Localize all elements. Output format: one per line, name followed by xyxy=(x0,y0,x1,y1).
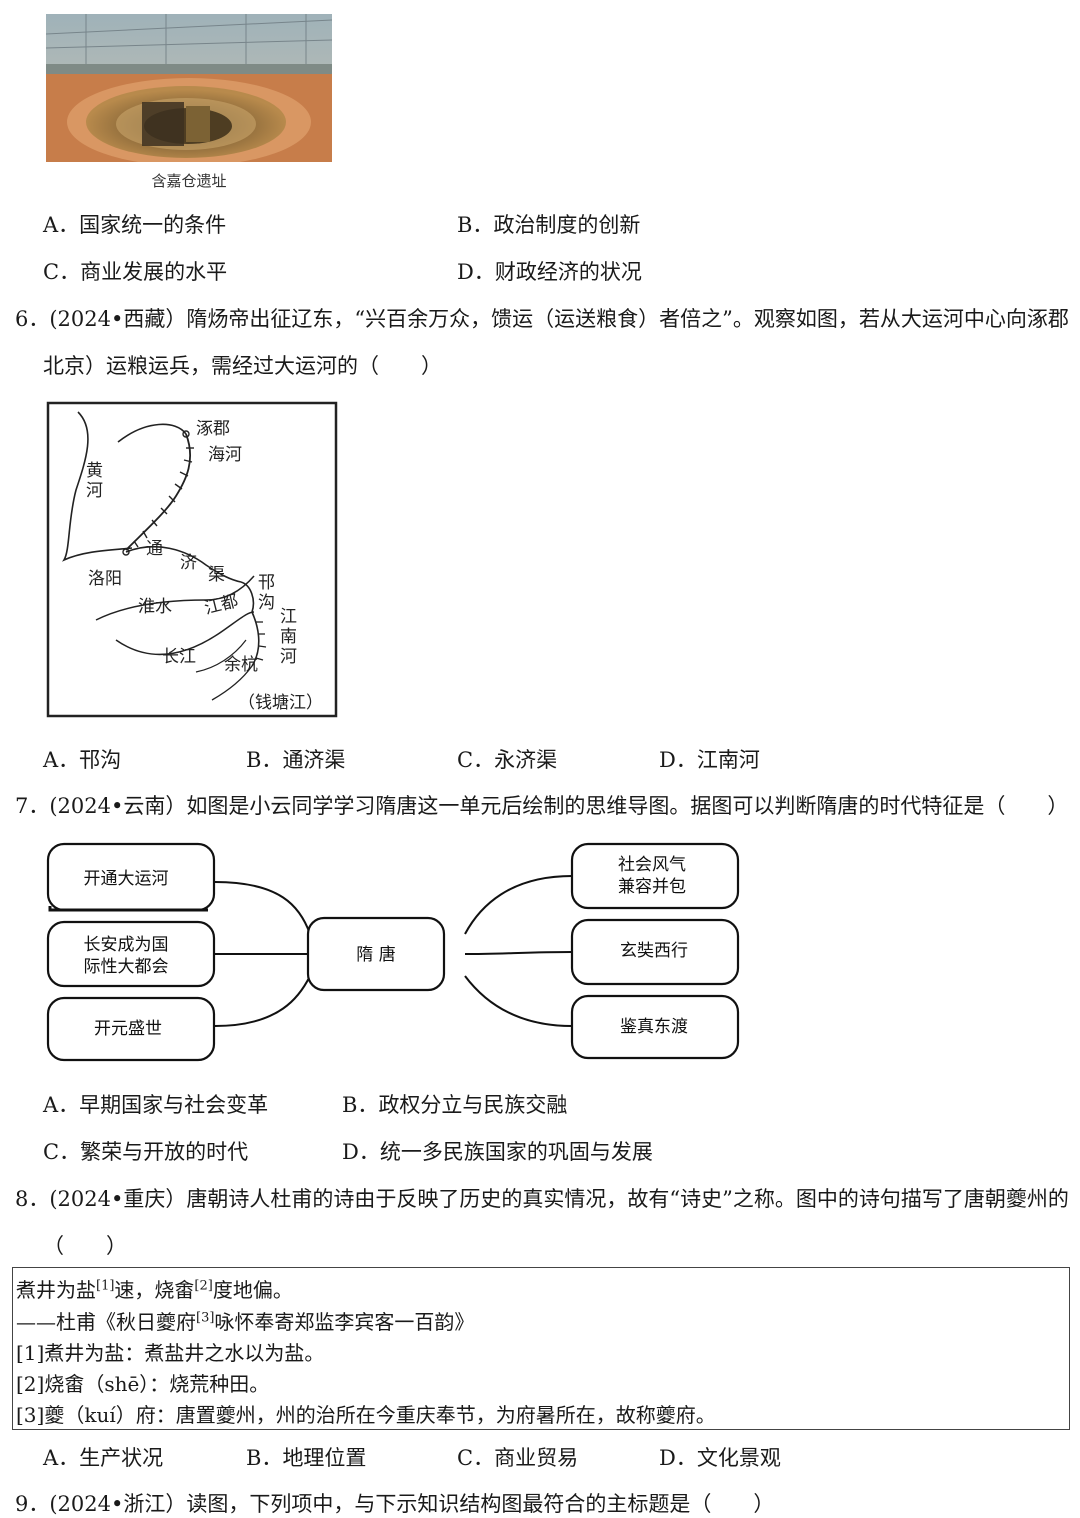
poem-note-1: [1]煮井为盐：煮盐井之水以为盐。 xyxy=(16,1341,325,1365)
mind-left-changan-1: 长安成为国 xyxy=(84,935,169,955)
sui-tang-mind-map: 隋 唐 开通大运河 长安成为国 际性大都会 开元盛世 社会风气 兼容并包 玄奘西… xyxy=(40,836,746,1068)
poem-attribution: ——杜甫《秋日夔府[3]咏怀奉寄郑监李宾客一百韵》 xyxy=(16,1310,475,1334)
q6-stem-line1: 6．(2024•西藏）隋炀帝出征辽东，“兴百余万众，馈运（运送粮食）者倍之”。观… xyxy=(15,307,1080,331)
poem-note-2: [2]烧畬（shē）：烧荒种田。 xyxy=(16,1372,270,1396)
mind-right-social-2: 兼容并包 xyxy=(618,877,686,897)
map-label-ji: 济 xyxy=(180,553,197,573)
option-letter: C． xyxy=(43,1140,81,1164)
q8-option-c[interactable]: C．商业贸易 xyxy=(457,1442,578,1472)
q8-option-b[interactable]: B．地理位置 xyxy=(246,1442,366,1472)
q7-option-d[interactable]: D．统一多民族国家的巩固与发展 xyxy=(342,1136,653,1166)
option-text: 早期国家与社会变革 xyxy=(79,1093,269,1117)
option-text: 商业贸易 xyxy=(494,1446,579,1470)
poem-excerpt-box: 煮井为盐[1]速，烧畬[2]度地偏。 ——杜甫《秋日夔府[3]咏怀奉寄郑监李宾客… xyxy=(12,1267,1070,1430)
option-text: 繁荣与开放的时代 xyxy=(80,1140,249,1164)
map-label-jiangnan-2: 南 xyxy=(280,627,297,647)
option-letter: D． xyxy=(342,1140,380,1164)
option-text: 邗沟 xyxy=(79,748,122,772)
mind-right-social-1: 社会风气 xyxy=(618,855,686,875)
option-letter: C． xyxy=(457,748,495,772)
mind-left-canal: 开通大运河 xyxy=(84,869,169,889)
option-text: 江南河 xyxy=(696,748,760,772)
map-label-jiangnan-1: 江 xyxy=(280,607,297,627)
option-text: 国家统一的条件 xyxy=(79,213,227,237)
map-label-hangou-1: 邗 xyxy=(258,573,275,593)
q6-stem-line2: 北京）运粮运兵，需经过大运河的（ ） xyxy=(43,354,442,378)
option-letter: B． xyxy=(246,1446,283,1470)
q8-stem-line2: （ ） xyxy=(43,1234,127,1258)
option-letter: A． xyxy=(43,1093,80,1117)
q8-option-d[interactable]: D．文化景观 xyxy=(659,1442,781,1472)
option-letter: B． xyxy=(246,748,283,772)
map-label-qiantang: （钱塘江） xyxy=(238,693,323,713)
map-label-tong: 通 xyxy=(146,539,163,559)
option-letter: D． xyxy=(457,260,495,284)
map-label-hangou-2: 沟 xyxy=(258,593,275,613)
map-label-yuhang: 余杭 xyxy=(224,655,258,675)
q8-option-a[interactable]: A．生产状况 xyxy=(43,1442,163,1472)
mind-right-xuanzang: 玄奘西行 xyxy=(620,941,688,961)
map-label-haihe: 海河 xyxy=(208,445,242,465)
poem-line-1: 煮井为盐[1]速，烧畬[2]度地偏。 xyxy=(16,1278,293,1302)
mind-left-kaiyuan: 开元盛世 xyxy=(94,1019,162,1039)
option-text: 地理位置 xyxy=(282,1446,367,1470)
option-letter: A． xyxy=(43,1446,80,1470)
map-label-jiangnan-3: 河 xyxy=(280,647,297,667)
option-text: 文化景观 xyxy=(696,1446,781,1470)
q7-stem-line1: 7．(2024•云南）如图是小云同学学习隋唐这一单元后绘制的思维导图。据图可以判… xyxy=(15,794,1069,818)
map-label-huaishui: 淮水 xyxy=(138,597,172,617)
map-label-jiangdu: 江都 xyxy=(202,591,240,619)
option-letter: A． xyxy=(43,213,80,237)
mind-right-jianzhen: 鉴真东渡 xyxy=(620,1017,688,1037)
option-text: 财政经济的状况 xyxy=(494,260,642,284)
map-label-changjiang: 长江 xyxy=(162,647,196,667)
mind-center-sui-tang: 隋 唐 xyxy=(356,944,395,965)
q6-option-b[interactable]: B．通济渠 xyxy=(246,744,345,774)
option-letter: C． xyxy=(43,260,81,284)
q7-option-a[interactable]: A．早期国家与社会变革 xyxy=(43,1089,268,1119)
q5-option-d[interactable]: D．财政经济的状况 xyxy=(457,256,642,286)
map-label-huanghe-2: 河 xyxy=(86,481,103,501)
q6-option-d[interactable]: D．江南河 xyxy=(659,744,760,774)
option-text: 永济渠 xyxy=(494,748,558,772)
map-label-zhuojun: 涿郡 xyxy=(196,419,230,439)
option-letter: D． xyxy=(659,748,697,772)
q7-option-c[interactable]: C．繁荣与开放的时代 xyxy=(43,1136,248,1166)
option-letter: D． xyxy=(659,1446,697,1470)
map-label-huanghe-1: 黄 xyxy=(86,461,103,481)
mind-left-changan-2: 际性大都会 xyxy=(84,957,169,977)
option-text: 商业发展的水平 xyxy=(80,260,228,284)
map-label-qu: 渠 xyxy=(208,565,225,585)
q9-stem-line1: 9．(2024•浙江）读图，下列项中，与下示知识结构图最符合的主标题是（ ） xyxy=(15,1492,775,1516)
poem-note-3: [3]夔（kuí）府：唐置夔州，州的治所在今重庆奉节，为府暑所在，故称夔府。 xyxy=(16,1403,716,1427)
option-letter: C． xyxy=(457,1446,495,1470)
q5-option-b[interactable]: B．政治制度的创新 xyxy=(457,209,640,239)
q5-option-a[interactable]: A．国家统一的条件 xyxy=(43,209,226,239)
q6-option-a[interactable]: A．邗沟 xyxy=(43,744,121,774)
option-text: 政治制度的创新 xyxy=(493,213,641,237)
q8-stem-line1: 8．(2024•重庆）唐朝诗人杜甫的诗由于反映了历史的真实情况，故有“诗史”之称… xyxy=(15,1187,1069,1211)
q5-option-c[interactable]: C．商业发展的水平 xyxy=(43,256,227,286)
grand-canal-map: 涿郡 海河 黄 河 通 济 渠 洛阳 淮水 江都 邗 沟 江 南 河 长江 余杭… xyxy=(46,400,338,718)
photo-caption: 含嘉仓遗址 xyxy=(151,172,227,190)
map-label-luoyang: 洛阳 xyxy=(88,569,122,589)
option-text: 统一多民族国家的巩固与发展 xyxy=(379,1140,653,1164)
option-text: 通济渠 xyxy=(282,748,346,772)
option-letter: A． xyxy=(43,748,80,772)
option-text: 政权分立与民族交融 xyxy=(378,1093,568,1117)
option-letter: B． xyxy=(457,213,494,237)
option-letter: B． xyxy=(342,1093,379,1117)
option-text: 生产状况 xyxy=(79,1446,164,1470)
q7-option-b[interactable]: B．政权分立与民族交融 xyxy=(342,1089,567,1119)
q6-option-c[interactable]: C．永济渠 xyxy=(457,744,557,774)
hanjia-granary-photo xyxy=(46,14,332,162)
